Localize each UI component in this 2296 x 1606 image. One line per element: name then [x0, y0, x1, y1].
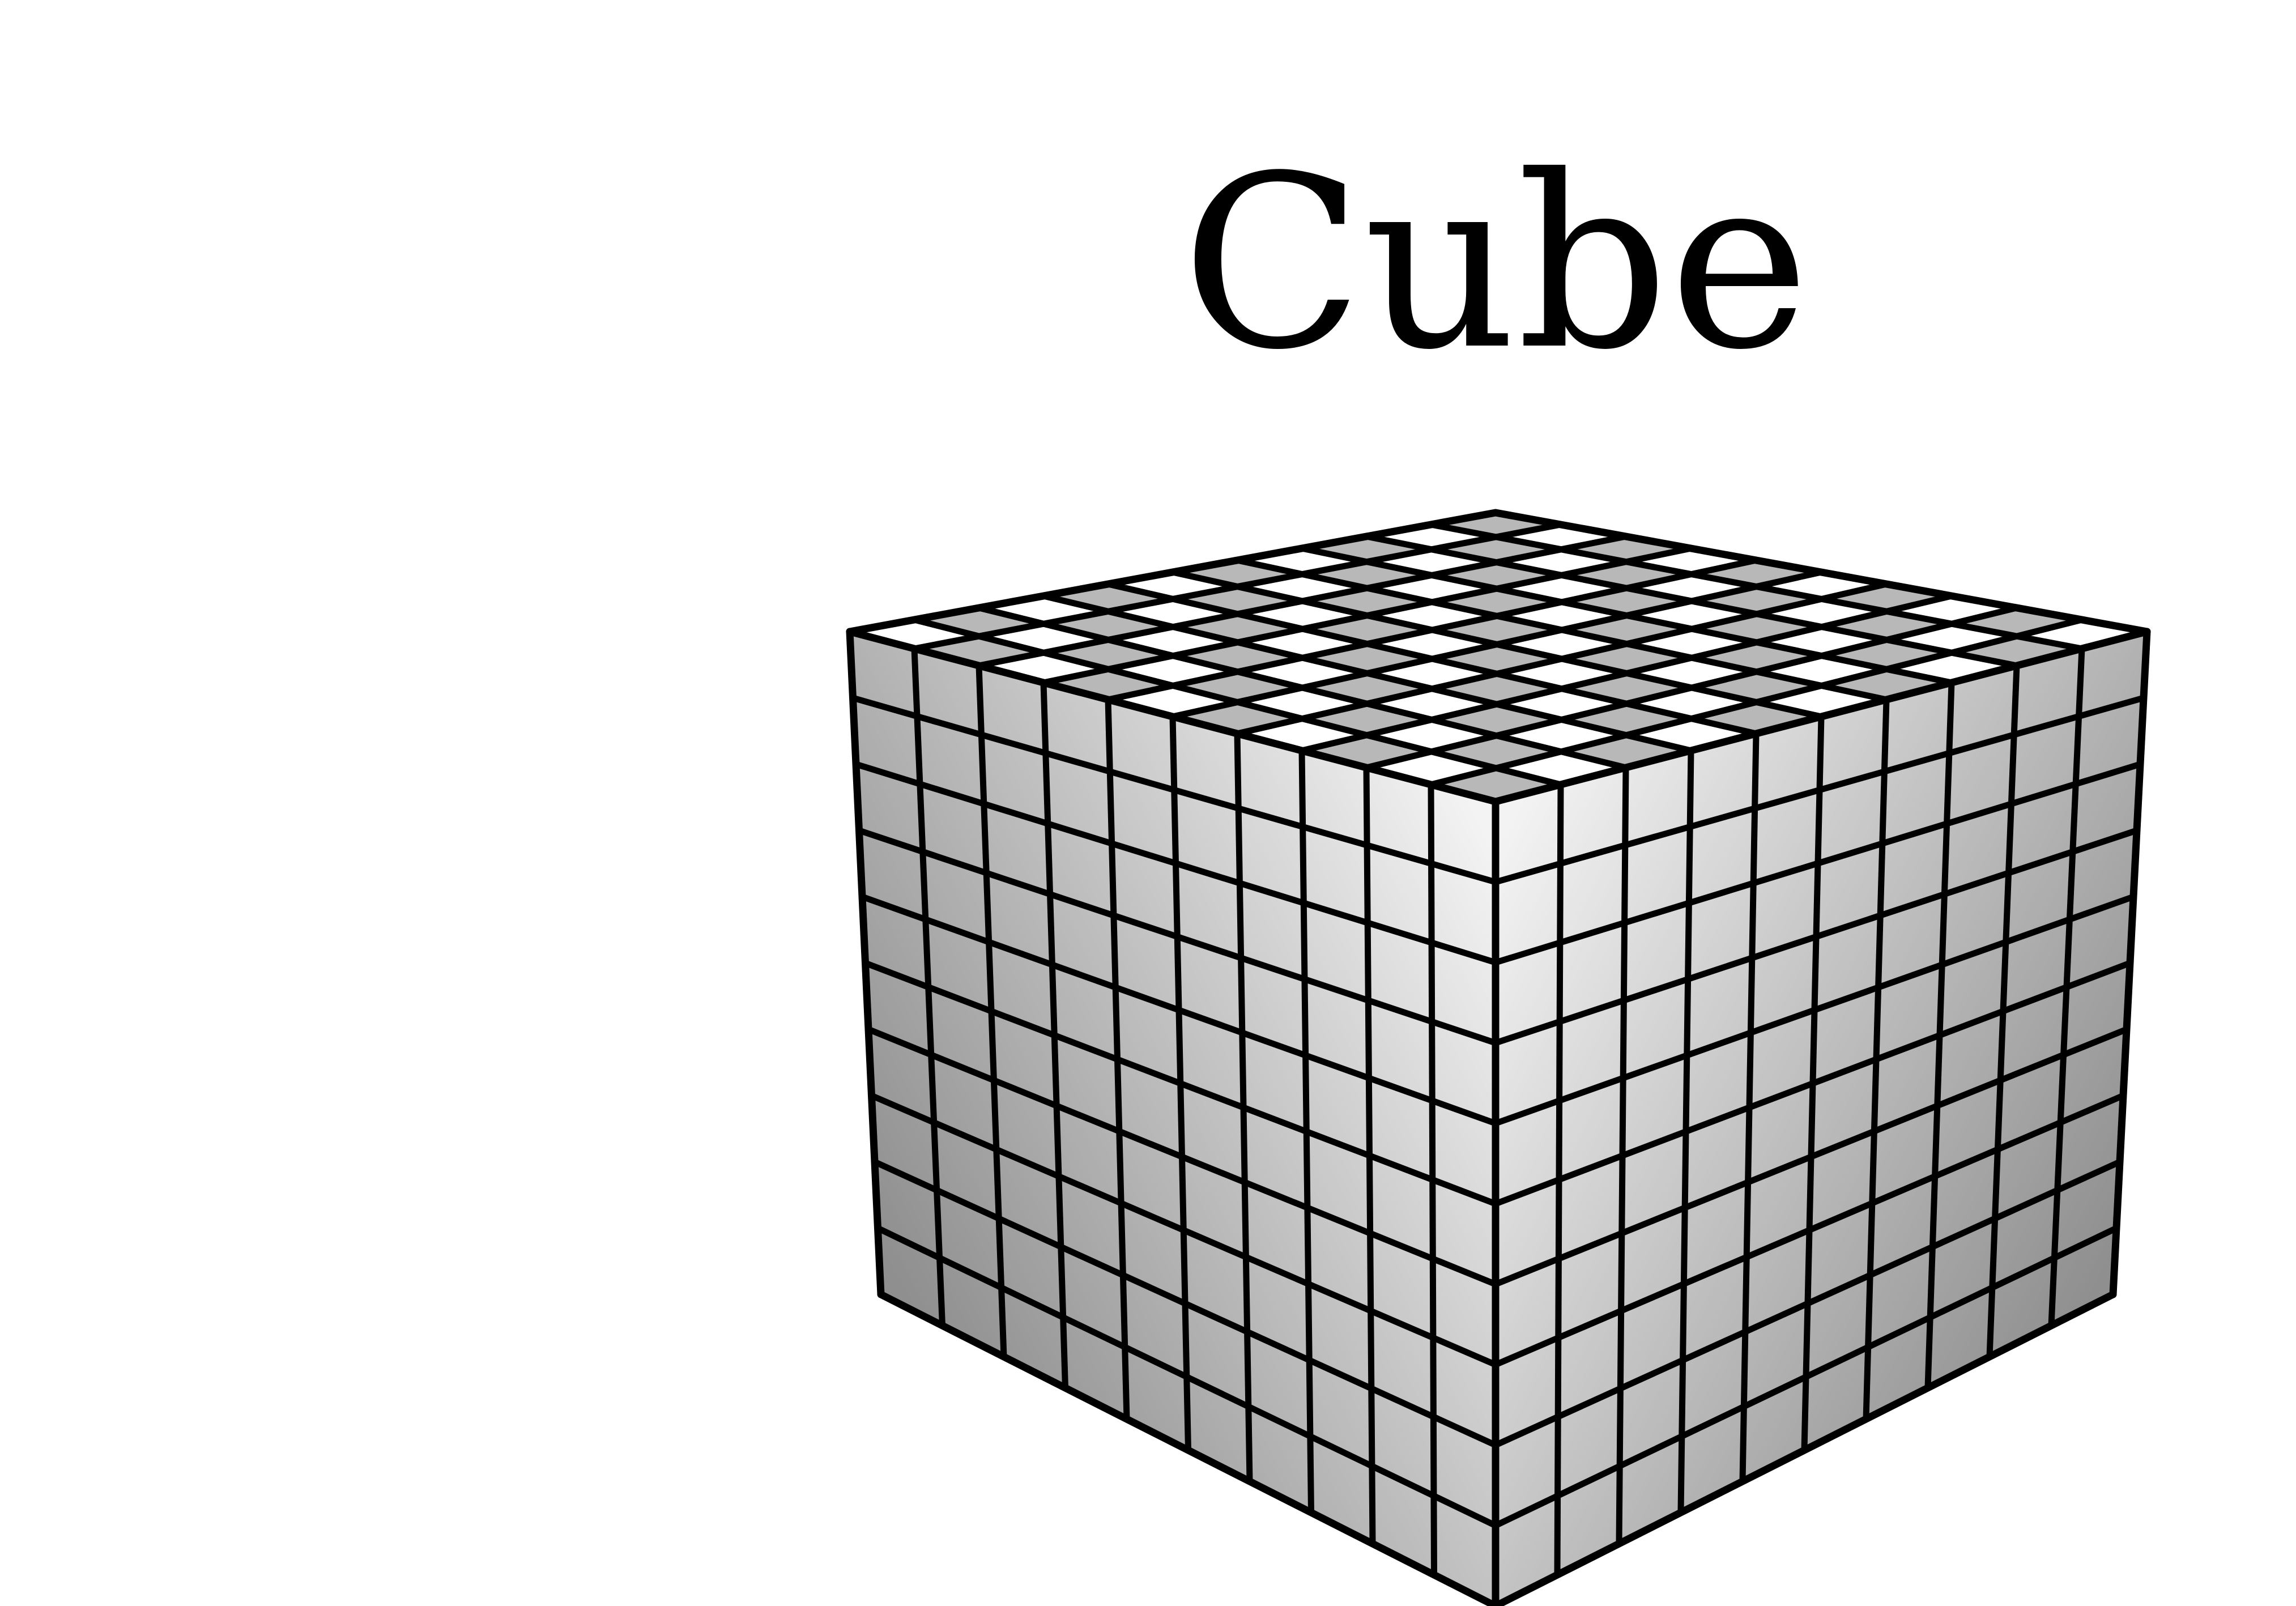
- cube: [846, 509, 2151, 1606]
- cube-right-face: [1496, 632, 2147, 1606]
- cube-edge-top-back: [846, 509, 2151, 636]
- top-face-grid-line-v-9: [911, 616, 1564, 788]
- right-face-grid-line-u-8: [1986, 662, 2020, 1360]
- left-face-grid-line-v-6: [865, 1026, 1499, 1288]
- right-face-grid-line-v-7: [1492, 1092, 2127, 1368]
- top-face-grid-line-v-8: [976, 604, 1629, 771]
- top-face-grid-line-u-6: [1234, 581, 1890, 737]
- cube-grid-lines: [850, 521, 2147, 1578]
- top-face-grid-line-v-5: [1169, 569, 1825, 720]
- left-face-grid-line-v-8: [871, 1158, 1499, 1449]
- left-face-grid-line-u-8: [1363, 764, 1376, 1547]
- cube-left-face: [850, 632, 1496, 1606]
- right-face-grid-line-u-9: [2048, 645, 2085, 1329]
- right-face-grid-line-u-7: [1924, 679, 1955, 1391]
- top-face-grid-line-u-9: [1428, 616, 2085, 788]
- left-face-grid-line-v-5: [862, 960, 1499, 1207]
- left-face-grid-line-u-6: [1234, 730, 1253, 1485]
- top-face-grid-line-v-6: [1105, 581, 1760, 737]
- top-face-grid-line-u-8: [1363, 604, 2020, 771]
- right-face-grid-line-v-5: [1492, 960, 2133, 1207]
- left-face-grid-line-u-9: [1428, 781, 1437, 1578]
- right-face-grid-line-u-6: [1863, 696, 1890, 1422]
- cube-edge-right: [2109, 628, 2151, 1298]
- right-face-grid-line-v-9: [1492, 1225, 2120, 1529]
- cube-edge-bottom: [877, 1290, 2117, 1606]
- left-face-grid-line-u-7: [1298, 747, 1314, 1516]
- top-face-grid-line-v-7: [1040, 593, 1694, 754]
- cube-outline-edges: [846, 509, 2151, 1606]
- right-face-grid-line-v-8: [1492, 1158, 2123, 1449]
- diagram-title: Cube: [1181, 125, 1809, 402]
- top-face-grid-line-u-7: [1298, 593, 1955, 754]
- left-face-grid-line-v-9: [875, 1225, 1499, 1529]
- left-face-grid-line-v-7: [868, 1092, 1499, 1368]
- right-face-grid-line-v-6: [1492, 1026, 2130, 1288]
- cube-edge-left: [846, 628, 885, 1298]
